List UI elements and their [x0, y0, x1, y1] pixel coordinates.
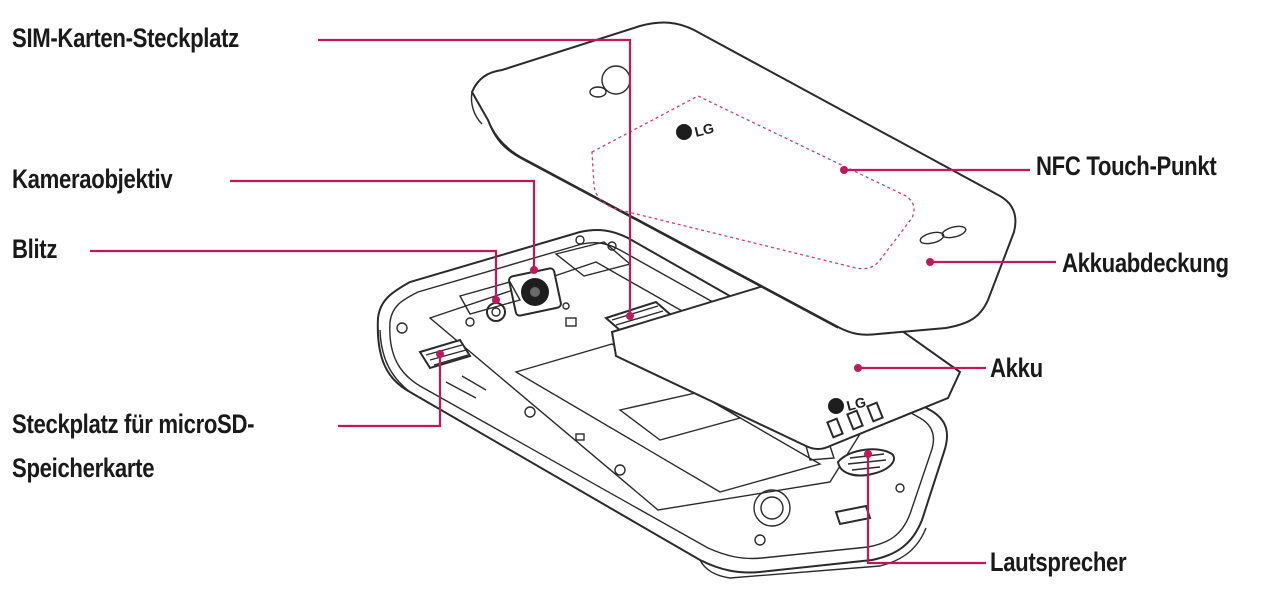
camera-lens-leader: [230, 179, 536, 270]
label-speaker: Lautsprecher: [990, 547, 1127, 577]
label-battery: Akku: [990, 353, 1043, 383]
label-sim-slot: SIM-Karten-Steckplatz: [12, 23, 239, 53]
phone-body: [376, 229, 948, 579]
label-flash: Blitz: [12, 234, 58, 264]
camera-lens-shape: [508, 267, 562, 317]
battery-lg-logo: LG: [828, 394, 868, 414]
svg-text:LG: LG: [845, 394, 868, 414]
label-camera-lens: Kameraobjektiv: [12, 164, 173, 194]
microsd-leader: [338, 354, 442, 428]
label-battery-cover: Akkuabdeckung: [1062, 248, 1229, 278]
leader-lines: [90, 38, 1056, 565]
label-microsd-slot-line1: Steckplatz für microSD-: [12, 409, 255, 439]
label-nfc-touch-point: NFC Touch-Punkt: [1036, 151, 1217, 181]
svg-text:LG: LG: [693, 120, 716, 140]
flash-shape: [486, 302, 506, 322]
speaker-leader: [866, 454, 986, 565]
label-microsd-slot-line2: Speicherkarte: [12, 453, 155, 483]
sim-slot-leader: [318, 38, 632, 316]
flash-leader: [90, 249, 498, 300]
battery-cover-shape: LG: [470, 21, 1017, 336]
cover-lg-logo: LG: [676, 120, 716, 140]
